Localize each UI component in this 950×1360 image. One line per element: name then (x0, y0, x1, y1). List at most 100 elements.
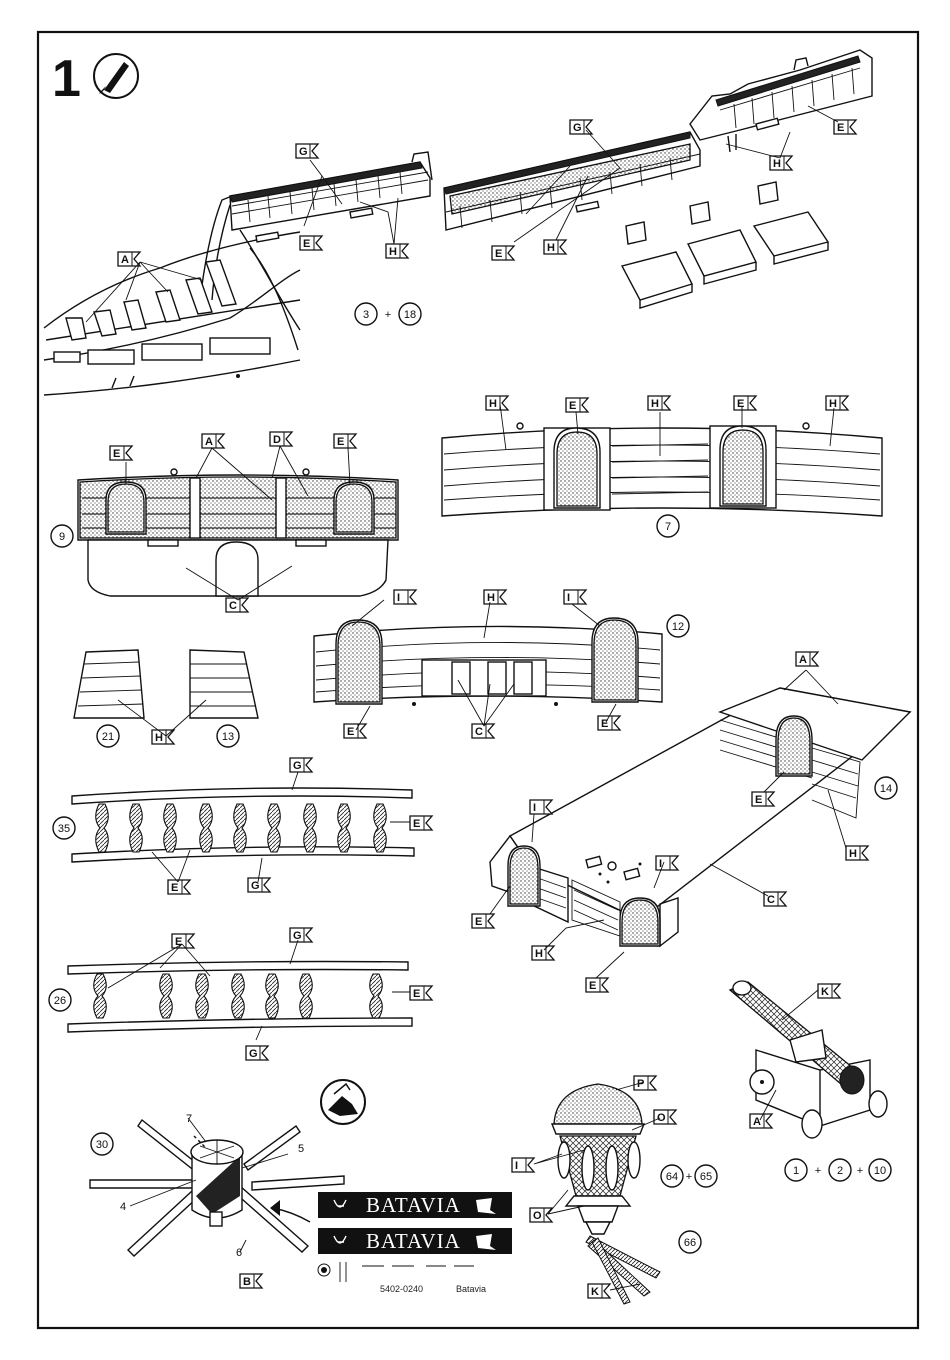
baluster (200, 804, 213, 852)
svg-text:H: H (389, 246, 397, 258)
svg-text:H: H (547, 242, 555, 254)
part-number-badge: 64 (661, 1165, 683, 1187)
part-label-e: E (172, 934, 194, 948)
svg-text:9: 9 (59, 531, 65, 543)
svg-text:2: 2 (837, 1165, 843, 1177)
baluster (164, 804, 177, 852)
sub-part-number: 4 (120, 1201, 126, 1213)
part-label-a: A (118, 252, 140, 266)
baluster (304, 804, 317, 852)
part-number-badge: 18 (399, 303, 421, 325)
plus-sign: + (385, 309, 391, 321)
part-number-badge: 3 (355, 303, 377, 325)
part-number-badge: 65 (695, 1165, 717, 1187)
part-label-e: E (110, 446, 132, 460)
svg-text:H: H (489, 398, 497, 410)
svg-text:35: 35 (58, 823, 70, 835)
svg-text:H: H (849, 848, 857, 860)
decal-code: 5402-0240 (380, 1284, 423, 1294)
part-label-e: E (566, 398, 588, 412)
sub-part-number: 6 (236, 1247, 242, 1259)
decal-banner-2-text: BATAVIA (366, 1229, 461, 1253)
part-label-c: C (764, 892, 786, 906)
part-label-a: A (796, 652, 818, 666)
mid-panel-illustration (314, 618, 662, 706)
svg-text:O: O (657, 1112, 666, 1124)
baluster (268, 804, 281, 852)
svg-text:A: A (205, 436, 213, 448)
svg-text:H: H (651, 398, 659, 410)
baluster (160, 974, 173, 1018)
part-label-i: I (512, 1158, 534, 1172)
part-label-e: E (334, 434, 356, 448)
deck-illustration (490, 688, 910, 946)
part-label-p: P (634, 1076, 656, 1090)
decal-name: Batavia (456, 1284, 486, 1294)
baluster (234, 804, 247, 852)
baluster (266, 974, 279, 1018)
part-label-g: G (248, 878, 270, 892)
svg-text:10: 10 (874, 1165, 886, 1177)
svg-text:E: E (413, 818, 420, 830)
part-label-h: H (532, 946, 554, 960)
svg-text:B: B (243, 1276, 251, 1288)
baluster (374, 804, 387, 852)
glue-icon (321, 1080, 365, 1124)
svg-text:64: 64 (666, 1171, 678, 1183)
svg-text:D: D (273, 434, 281, 446)
svg-text:13: 13 (222, 731, 234, 743)
svg-text:G: G (299, 146, 308, 158)
svg-text:E: E (737, 398, 744, 410)
svg-text:14: 14 (880, 783, 892, 795)
svg-text:3: 3 (363, 309, 369, 321)
part-number-badge: 14 (875, 777, 897, 799)
plus-sign: + (815, 1165, 821, 1177)
svg-text:C: C (767, 894, 775, 906)
paint-brush-icon (94, 54, 138, 98)
part-label-e: E (300, 236, 322, 250)
svg-text:G: G (573, 122, 582, 134)
svg-text:O: O (533, 1210, 542, 1222)
svg-text:E: E (347, 726, 354, 738)
part-number-badge: 66 (679, 1231, 701, 1253)
svg-text:K: K (821, 986, 829, 998)
svg-text:I: I (567, 592, 570, 604)
svg-text:E: E (755, 794, 762, 806)
baluster (96, 804, 109, 852)
part-label-h: H (484, 590, 506, 604)
svg-text:E: E (569, 400, 576, 412)
svg-text:C: C (229, 600, 237, 612)
svg-text:E: E (413, 988, 420, 1000)
railing-35-illustration (72, 788, 414, 862)
svg-text:E: E (475, 916, 482, 928)
svg-text:I: I (533, 802, 536, 814)
baluster (196, 974, 209, 1018)
part-label-e: E (344, 724, 366, 738)
part-label-h: H (826, 396, 848, 410)
step-number: 1 (52, 50, 81, 108)
part-label-e: E (410, 986, 432, 1000)
svg-text:E: E (589, 980, 596, 992)
part-label-h: H (648, 396, 670, 410)
lantern-base-illustration (90, 1120, 344, 1256)
svg-text:1: 1 (793, 1165, 799, 1177)
svg-text:E: E (171, 882, 178, 894)
svg-text:C: C (475, 726, 483, 738)
svg-text:K: K (591, 1286, 599, 1298)
part-label-o: O (654, 1110, 676, 1124)
part-label-o: O (530, 1208, 552, 1222)
plus-sign: + (686, 1171, 692, 1183)
svg-text:H: H (535, 948, 543, 960)
part-label-e: E (168, 880, 190, 894)
part-label-e: E (492, 246, 514, 260)
plus-sign: + (857, 1165, 863, 1177)
svg-text:G: G (249, 1048, 258, 1060)
part-number-badge: 10 (869, 1159, 891, 1181)
part-number-badge: 13 (217, 725, 239, 747)
part-label-a: A (202, 434, 224, 448)
part-label-d: D (270, 432, 292, 446)
svg-text:E: E (303, 238, 310, 250)
svg-text:65: 65 (700, 1171, 712, 1183)
part-label-h: H (846, 846, 868, 860)
